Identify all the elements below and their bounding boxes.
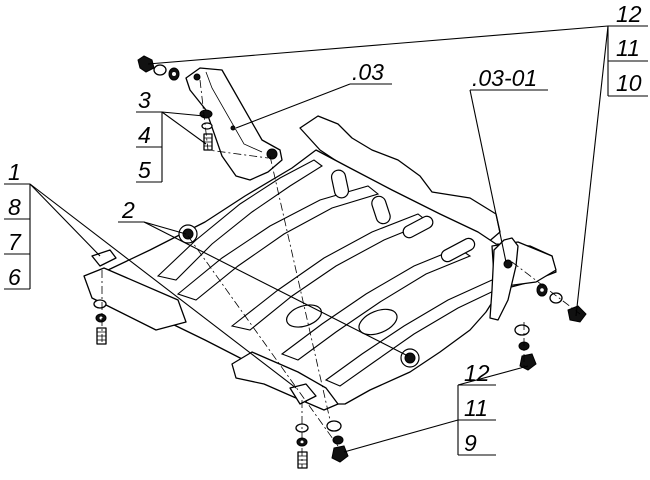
label-10: 10 (616, 70, 642, 96)
fastener-top-left (137, 55, 180, 81)
fastener-stack-left (91, 249, 117, 345)
label-2: 2 (121, 197, 135, 223)
label-1: 1 (8, 159, 21, 185)
label-11-top: 11 (616, 35, 640, 61)
label-6: 6 (8, 264, 21, 290)
label-11-bottom: 11 (464, 395, 488, 421)
callout-labels: 12 11 10 .03 .03-01 3 4 5 2 1 8 7 6 12 1… (8, 1, 642, 456)
leader-lines (4, 25, 648, 468)
label-9: 9 (464, 430, 477, 456)
fastener-stack-right (514, 324, 537, 371)
label-part-03-01: .03-01 (472, 65, 537, 91)
label-part-03: .03 (352, 59, 384, 85)
label-3: 3 (138, 87, 151, 113)
bracket-03-01 (489, 237, 519, 321)
label-4: 4 (138, 122, 151, 148)
fastener-side-right (536, 283, 587, 323)
label-7: 7 (8, 229, 22, 255)
label-5: 5 (138, 157, 151, 183)
label-12-bottom: 12 (464, 360, 490, 386)
label-8: 8 (8, 194, 21, 220)
label-12-top: 12 (616, 1, 642, 27)
